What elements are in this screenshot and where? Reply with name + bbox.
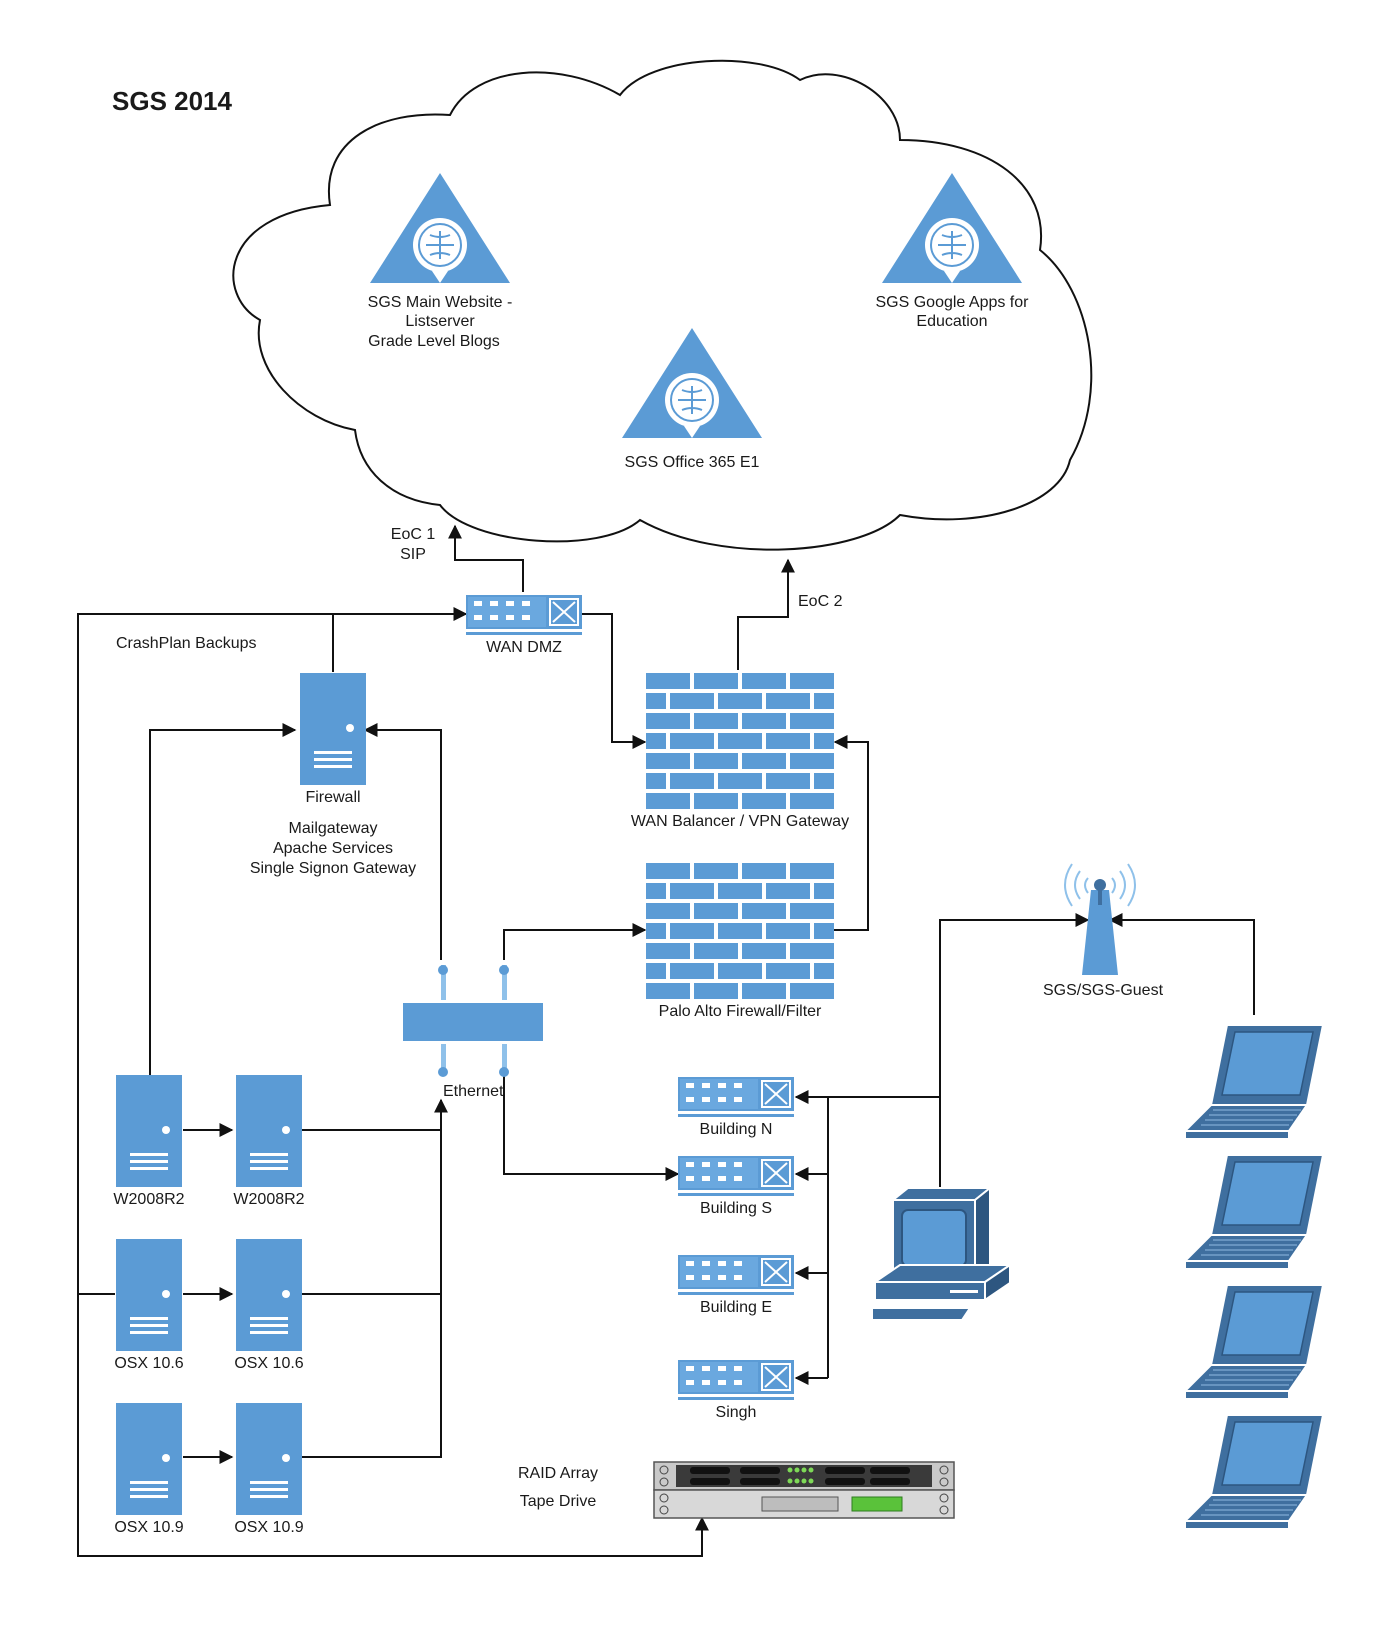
service-label: SGS Main Website - [368,294,513,311]
port-dot [438,1067,448,1077]
desktop-computer-icon [871,1185,1014,1321]
laptop[interactable] [1184,1154,1324,1270]
server-osx106-1[interactable]: OSX 10.6 [114,1239,184,1372]
service-label: Listserver [405,313,475,330]
server-osx109-2[interactable]: OSX 10.9 [234,1403,304,1536]
device-label: Firewall [305,789,360,806]
server-icon [236,1403,302,1515]
port-stub [502,965,507,1000]
device-label: Ethernet [443,1083,504,1100]
switch-building-n[interactable]: Building N [677,1076,795,1138]
laptop[interactable] [1184,1024,1324,1140]
network-switch-icon [677,1155,795,1197]
server-label: OSX 10.6 [114,1355,183,1372]
hub-icon [403,1003,543,1041]
network-switch-icon [677,1254,795,1296]
rack-storage-icon [653,1461,955,1519]
wifi-access-point[interactable]: SGS/SGS-Guest [1043,863,1164,999]
server-label: OSX 10.9 [234,1519,303,1536]
internet-cloud [232,59,1093,551]
palo-alto-firewall[interactable]: Palo Alto Firewall/Filter [646,863,834,1020]
port-dot [499,1067,509,1077]
port-stub [441,965,446,1000]
switch-building-e[interactable]: Building E [677,1254,795,1316]
desktop-computer[interactable] [871,1185,1014,1321]
switch-singh[interactable]: Singh [677,1359,795,1421]
laptop[interactable] [1184,1414,1324,1530]
wifi-antenna-icon [1064,863,1136,975]
server-icon [116,1239,182,1351]
server-icon [300,673,366,785]
device-label: SGS/SGS-Guest [1043,982,1164,999]
firewall-icon [646,863,834,999]
port-stub [502,1044,507,1072]
network-switch-icon [677,1359,795,1401]
server-label: OSX 10.9 [114,1519,183,1536]
laptop-icon [1184,1154,1324,1270]
connections [77,524,1255,1557]
server-icon [116,1075,182,1187]
server-label: W2008R2 [233,1191,304,1208]
network-switch-icon [465,594,583,636]
server-icon [236,1239,302,1351]
service-line: Apache Services [273,840,393,857]
firewall-server[interactable]: Firewall Mailgateway Apache Services Sin… [250,673,416,877]
wan-dmz-switch[interactable]: WAN DMZ [465,594,583,656]
server-label: OSX 10.6 [234,1355,303,1372]
service-main-website[interactable]: SGS Main Website - Listserver Grade Leve… [368,172,513,350]
network-switch-icon [677,1076,795,1118]
service-label: Education [916,313,987,330]
ethernet-hub[interactable]: Ethernet [403,965,543,1100]
service-google-apps[interactable]: SGS Google Apps for Education [876,172,1030,330]
device-label: Palo Alto Firewall/Filter [659,1003,822,1020]
switch-label: Building S [700,1200,772,1217]
laptop-icon [1184,1024,1324,1140]
server-osx106-2[interactable]: OSX 10.6 [234,1239,304,1372]
switch-building-s[interactable]: Building S [677,1155,795,1217]
port-dot [438,965,448,975]
device-label: WAN Balancer / VPN Gateway [631,813,849,830]
page-title: SGS 2014 [112,86,233,116]
tape-label: Tape Drive [520,1493,597,1510]
switch-label: Building E [700,1299,772,1316]
service-line: Single Signon Gateway [250,860,416,877]
device-label: WAN DMZ [486,639,562,656]
eoc2-label: EoC 2 [798,593,843,610]
raid-tape-storage[interactable]: RAID Array Tape Drive [518,1461,955,1519]
server-w2008r2-1[interactable]: W2008R2 [113,1075,185,1208]
raid-label: RAID Array [518,1465,598,1482]
server-icon [236,1075,302,1187]
server-w2008r2-2[interactable]: W2008R2 [233,1075,305,1208]
eoc1-label: EoC 1 [391,526,436,543]
server-label: W2008R2 [113,1191,184,1208]
port-dot [499,965,509,975]
service-label: SGS Office 365 E1 [625,454,760,471]
crashplan-label: CrashPlan Backups [116,635,257,652]
wan-balancer[interactable]: WAN Balancer / VPN Gateway [631,673,849,830]
server-icon [116,1403,182,1515]
service-label: Grade Level Blogs [368,333,500,350]
switch-label: Singh [716,1404,757,1421]
service-office-365[interactable]: SGS Office 365 E1 [621,327,763,471]
sip-label: SIP [400,546,426,563]
firewall-icon [646,673,834,809]
laptop[interactable] [1184,1284,1324,1400]
service-label: SGS Google Apps for [876,294,1030,311]
switch-label: Building N [700,1121,773,1138]
laptop-icon [1184,1414,1324,1530]
laptop-icon [1184,1284,1324,1400]
port-stub [441,1044,446,1072]
service-line: Mailgateway [289,820,378,837]
server-osx109-1[interactable]: OSX 10.9 [114,1403,184,1536]
